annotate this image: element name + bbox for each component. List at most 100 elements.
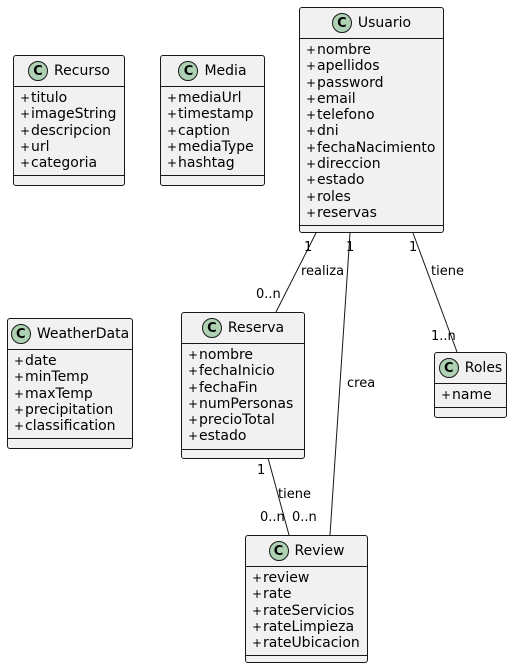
attribute-name: review [263,570,310,586]
multiplicity-usuario-review-target: 0..n [292,510,317,525]
attribute-name: mediaUrl [178,90,242,106]
class-header: C Media [161,56,264,87]
multiplicity-reserva-review-source: 1 [257,463,266,478]
attribute-fechaNacimiento: +fechaNacimiento [300,140,443,156]
visibility-public-icon: + [20,139,31,154]
visibility-public-icon: + [188,380,199,395]
attribute-name: rate [263,586,292,603]
attribute-timestamp: +timestamp [161,106,264,122]
class-stereotype-icon: C [268,541,289,561]
visibility-public-icon: + [14,402,25,417]
attribute-name: rateUbicacion [263,635,360,652]
visibility-public-icon: + [188,429,199,444]
attribute-password: +password [300,75,443,91]
association-label-tiene-roles: tiene [431,264,464,279]
attribute-fechaFin: +fechaFin [182,380,304,396]
attribute-descripcion: +descripcion [14,123,124,139]
attribute-name: rateServicios [263,602,355,619]
class-reserva: C Reserva +nombre+fechaInicio+fechaFin+n… [181,312,305,459]
attribute-hashtag: +hashtag [161,155,264,171]
attribute-list: +nombre+apellidos+password+email+telefon… [300,39,443,225]
attribute-titulo: +titulo [14,90,124,106]
attribute-apellidos: +apellidos [300,58,443,74]
attribute-name: caption [178,122,230,139]
class-stereotype-icon: C [178,61,199,81]
visibility-public-icon: + [306,124,317,139]
visibility-public-icon: + [167,123,178,138]
association-label-crea: crea [347,376,376,391]
attribute-name: roles [317,188,351,205]
attribute-name: precioTotal [199,412,275,429]
visibility-public-icon: + [20,91,31,105]
class-stereotype-icon: C [331,13,352,33]
attribute-name: telefono [317,107,375,124]
attribute-reservas: +reservas [300,205,443,221]
attribute-name: estado [199,428,247,445]
visibility-public-icon: + [306,43,317,57]
class-review: C Review +review+rate+rateServicios+rate… [245,535,368,663]
association-reserva-review [267,457,290,536]
visibility-public-icon: + [252,571,263,585]
visibility-public-icon: + [306,59,317,74]
class-header: C WeatherData [8,319,132,350]
class-stereotype-icon: C [10,324,31,344]
attribute-name: direccion [317,156,381,173]
visibility-public-icon: + [20,156,31,171]
class-name: Media [204,63,247,79]
attribute-name: reservas [317,204,377,221]
visibility-public-icon: + [306,75,317,90]
attribute-name: descripcion [31,122,112,139]
attribute-rateServicios: +rateServicios [246,603,367,619]
class-name: Usuario [357,15,412,31]
visibility-public-icon: + [441,388,452,402]
visibility-public-icon: + [188,364,199,379]
method-compartment [182,448,304,458]
visibility-public-icon: + [306,91,317,106]
method-compartment [435,407,506,416]
association-usuario-roles [412,232,458,353]
attribute-caption: +caption [161,123,264,139]
multiplicity-reserva-review-target: 0..n [260,510,285,525]
class-header: C Usuario [300,8,443,39]
attribute-direccion: +direccion [300,156,443,172]
attribute-nombre: +nombre [300,42,443,58]
attribute-name: categoria [31,155,98,172]
multiplicity-usuario-reserva-target: 0..n [256,287,281,302]
attribute-numPersonas: +numPersonas [182,396,304,412]
attribute-estado: +estado [182,428,304,444]
method-compartment [14,175,124,184]
attribute-list: +name [435,384,506,407]
attribute-fechaInicio: +fechaInicio [182,363,304,379]
attribute-name: url [31,138,50,155]
attribute-name: hashtag [178,155,235,172]
visibility-public-icon: + [14,386,25,401]
attribute-rateLimpieza: +rateLimpieza [246,619,367,635]
visibility-public-icon: + [14,419,25,434]
attribute-mediaType: +mediaType [161,139,264,155]
class-roles: C Roles +name [434,352,507,418]
attribute-date: +date [8,353,132,369]
attribute-precioTotal: +precioTotal [182,412,304,428]
attribute-mediaUrl: +mediaUrl [161,90,264,106]
visibility-public-icon: + [20,107,31,122]
visibility-public-icon: + [306,140,317,155]
attribute-list: +review+rate+rateServicios+rateLimpieza+… [246,567,367,655]
attribute-name: name [452,387,492,403]
attribute-name: rateLimpieza [263,618,355,635]
visibility-public-icon: + [167,156,178,171]
attribute-name: timestamp [178,106,254,123]
attribute-name: fechaNacimiento [317,139,436,156]
attribute-telefono: +telefono [300,107,443,123]
visibility-public-icon: + [188,413,199,428]
multiplicity-usuario-roles-source: 1 [409,240,418,255]
class-header: C Reserva [182,313,304,344]
class-header: C Review [246,536,367,567]
attribute-name: +name [435,387,506,403]
attribute-imageString: +imageString [14,106,124,122]
visibility-public-icon: + [14,370,25,385]
class-name: Reserva [227,320,285,336]
multiplicity-usuario-review-source: 1 [346,240,355,255]
class-stereotype-icon: C [28,61,49,81]
attribute-name: nombre [199,347,254,363]
association-usuario-reserva [275,232,317,313]
